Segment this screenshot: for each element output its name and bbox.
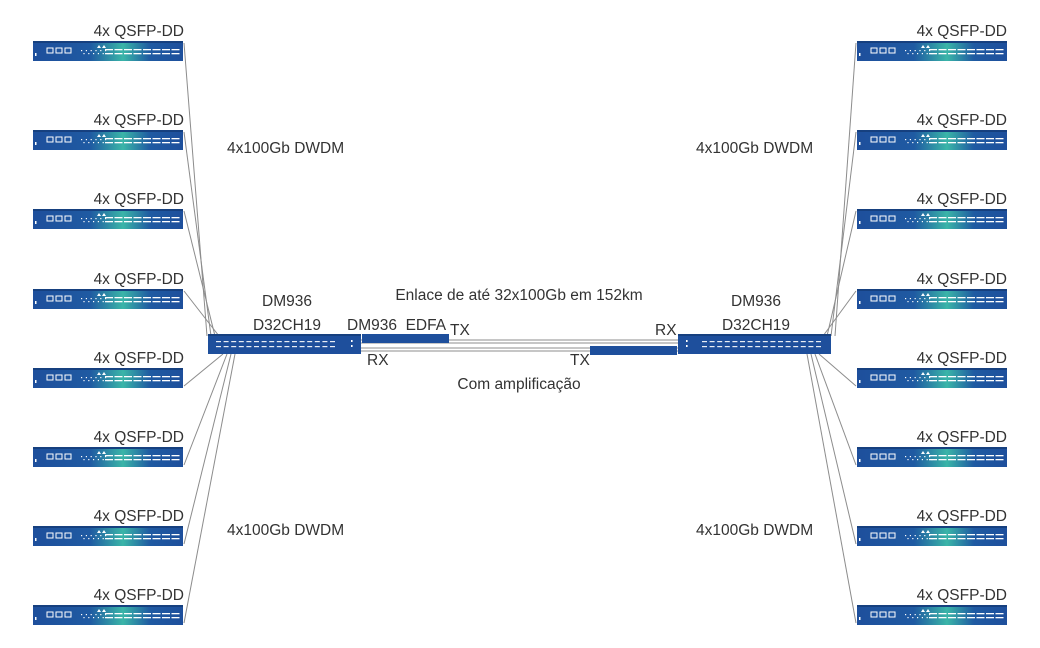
- switch-label: 4x QSFP-DD: [94, 191, 184, 208]
- switch-label: 4x QSFP-DD: [94, 587, 184, 604]
- switch-label: 4x QSFP-DD: [94, 429, 184, 446]
- switch-label: 4x QSFP-DD: [917, 508, 1007, 525]
- fiber-line: [183, 353, 228, 466]
- fiber-line: [830, 131, 857, 337]
- qsfp-switch-icon: [857, 289, 1007, 309]
- qsfp-switch-icon: [33, 447, 183, 467]
- switch-label: 4x QSFP-DD: [917, 191, 1007, 208]
- fiber-line: [818, 353, 857, 387]
- qsfp-switch-icon: [857, 605, 1007, 625]
- fiber-line: [183, 353, 224, 387]
- mux-right-model: D32CH19: [722, 317, 790, 334]
- qsfp-switch-icon: [33, 526, 183, 546]
- fiber-line: [826, 210, 857, 337]
- switch-label: 4x QSFP-DD: [94, 271, 184, 288]
- switch-label: 4x QSFP-DD: [917, 587, 1007, 604]
- mux-left-name: DM936: [262, 293, 312, 310]
- qsfp-switch-icon: [33, 130, 183, 150]
- qsfp-switch-icon: [857, 447, 1007, 467]
- fiber-line: [183, 353, 236, 624]
- dwdm-mux-icon: [208, 334, 361, 354]
- switch-label: 4x QSFP-DD: [917, 23, 1007, 40]
- switch-label: 4x QSFP-DD: [94, 112, 184, 129]
- dwdm-mux-icon: [678, 334, 831, 354]
- switch-label: 4x QSFP-DD: [94, 508, 184, 525]
- qsfp-switch-icon: [33, 605, 183, 625]
- fiber-line: [183, 353, 232, 545]
- qsfp-switch-icon: [33, 368, 183, 388]
- qsfp-switch-icon: [33, 209, 183, 229]
- mux-left-model: D32CH19: [253, 317, 321, 334]
- fiber-line: [183, 290, 220, 337]
- fiber-line: [806, 353, 857, 624]
- rx-label-right: RX: [655, 322, 677, 339]
- switch-label: 4x QSFP-DD: [917, 429, 1007, 446]
- rx-label-left: RX: [367, 352, 389, 369]
- qsfp-switch-icon: [33, 41, 183, 61]
- qsfp-switch-icon: [33, 289, 183, 309]
- qsfp-switch-icon: [857, 41, 1007, 61]
- switch-label: 4x QSFP-DD: [94, 23, 184, 40]
- tx-label-right: TX: [570, 352, 590, 369]
- wdm-label-bottom-left: 4x100Gb DWDM: [227, 522, 344, 539]
- qsfp-switch-icon: [857, 209, 1007, 229]
- fiber-line: [183, 42, 208, 337]
- switch-label: 4x QSFP-DD: [917, 350, 1007, 367]
- fiber-connections: [183, 42, 857, 624]
- fiber-line: [810, 353, 857, 545]
- wdm-label-top-left: 4x100Gb DWDM: [227, 140, 344, 157]
- link-title: Enlace de até 32x100Gb em 152km: [395, 287, 642, 304]
- switch-label: 4x QSFP-DD: [94, 350, 184, 367]
- fiber-line: [814, 353, 857, 466]
- qsfp-switch-icon: [857, 368, 1007, 388]
- fiber-line: [822, 290, 857, 337]
- qsfp-switch-icon: [857, 526, 1007, 546]
- wdm-label-top-right: 4x100Gb DWDM: [696, 140, 813, 157]
- fiber-line: [183, 210, 216, 337]
- wdm-label-bottom-right: 4x100Gb DWDM: [696, 522, 813, 539]
- link-subtitle: Com amplificação: [457, 376, 580, 393]
- switch-label: 4x QSFP-DD: [917, 112, 1007, 129]
- edfa-label: DM936 EDFA: [347, 317, 447, 334]
- mux-right-name: DM936: [731, 293, 781, 310]
- edfa-amplifier-icon: [362, 334, 449, 343]
- labels: 4x QSFP-DD 4x QSFP-DD 4x QSFP-DD 4x QSFP…: [94, 23, 1007, 604]
- switch-label: 4x QSFP-DD: [917, 271, 1007, 288]
- edfa-amplifier-icon: [590, 346, 677, 355]
- devices: [33, 41, 1007, 625]
- tx-label-left: TX: [450, 322, 470, 339]
- fiber-line: [834, 42, 857, 337]
- qsfp-switch-icon: [857, 130, 1007, 150]
